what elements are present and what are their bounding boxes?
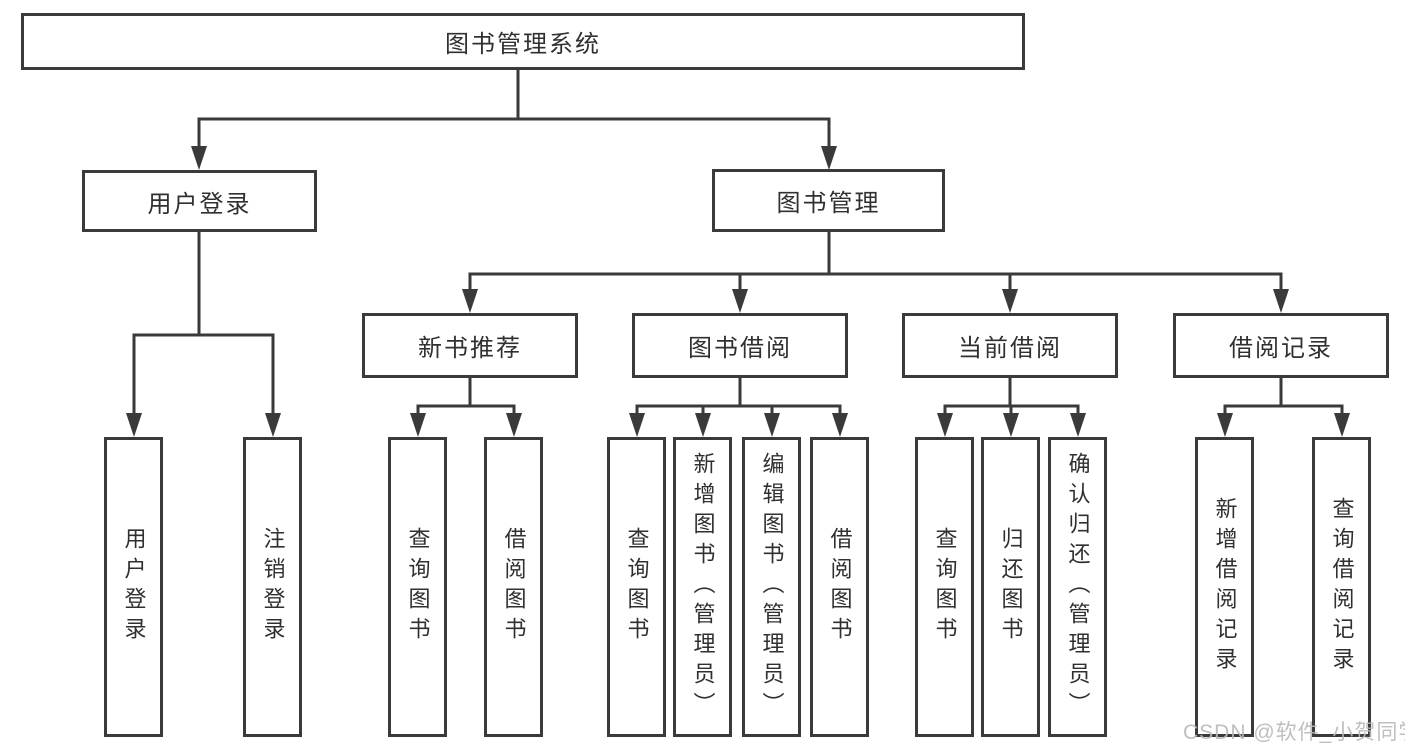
arrowheads [126,146,1350,437]
leaf-label: 查询借阅记录 [1329,497,1355,677]
leaf-label: 用户登录 [121,527,147,647]
branch-borrow-records [1223,376,1344,420]
arrow-current-borrowing-node [1002,289,1018,313]
arrow-borrow-records-node [1273,289,1289,313]
node-book-borrowing: 图书借阅 [632,313,848,378]
arrow-user-login-node [191,146,207,170]
arrow-leaf-add-books [695,413,711,437]
node-borrowing-records: 借阅记录 [1173,313,1389,378]
arrow-leaf-logout [265,413,281,437]
branch-book-borrowing [635,376,842,420]
branch-current-borrowing [943,376,1080,420]
arrow-leaf-confirm-return [1070,413,1086,437]
leaf-label: 编辑图书（管理员） [759,452,785,722]
node-user-login: 用户登录 [82,170,317,232]
leaf-query-books-current: 查询图书 [915,437,974,737]
leaf-add-borrow-record: 新增借阅记录 [1195,437,1254,737]
arrow-new-books-node [462,289,478,313]
leaf-return-books: 归还图书 [981,437,1040,737]
node-new-book-recommend: 新书推荐 [362,313,578,378]
arrow-leaf-query-record [1334,413,1350,437]
leaf-label: 新增图书（管理员） [690,452,716,722]
leaf-label: 借阅图书 [501,527,527,647]
node-root: 图书管理系统 [21,13,1025,70]
leaf-confirm-return-admin: 确认归还（管理员） [1048,437,1107,737]
leaf-borrow-books-recommend: 借阅图书 [484,437,543,737]
leaf-label: 查询图书 [932,527,958,647]
leaf-borrow-books-borrowing: 借阅图书 [810,437,869,737]
arrow-leaf-return-books [1003,413,1019,437]
arrow-book-management-node [821,146,837,170]
branch-book-management [468,230,1283,295]
node-current-borrowing: 当前借阅 [902,313,1118,378]
leaf-user-login: 用户登录 [104,437,163,737]
arrow-leaf-borrow-books-recommend [506,413,522,437]
leaf-label: 注销登录 [260,527,286,647]
leaf-label: 查询图书 [405,527,431,647]
arrow-leaf-query-books-current [937,413,953,437]
leaf-label: 查询图书 [624,527,650,647]
arrow-leaf-edit-books [764,413,780,437]
branch-root [197,68,831,152]
leaf-label: 归还图书 [998,527,1024,647]
branch-user-login [132,230,275,420]
arrow-leaf-borrow-books [832,413,848,437]
leaf-query-books-recommend: 查询图书 [388,437,447,737]
arrow-leaf-query-books-borrowing [629,413,645,437]
node-book-management: 图书管理 [712,169,945,232]
csdn-watermark: CSDN @软件_小贺同学 [1183,721,1405,744]
leaf-query-borrow-record: 查询借阅记录 [1312,437,1371,737]
leaf-add-books-admin: 新增图书（管理员） [673,437,732,737]
leaf-logout: 注销登录 [243,437,302,737]
arrow-leaf-add-record [1217,413,1233,437]
leaf-label: 确认归还（管理员） [1065,452,1091,722]
branch-new-books [416,376,516,420]
leaf-label: 借阅图书 [827,527,853,647]
leaf-edit-books-admin: 编辑图书（管理员） [742,437,801,737]
arrow-leaf-user-login [126,413,142,437]
arrow-leaf-query-books-recommend [410,413,426,437]
leaf-query-books-borrowing: 查询图书 [607,437,666,737]
leaf-label: 新增借阅记录 [1212,497,1238,677]
arrow-book-borrowing-node [732,289,748,313]
